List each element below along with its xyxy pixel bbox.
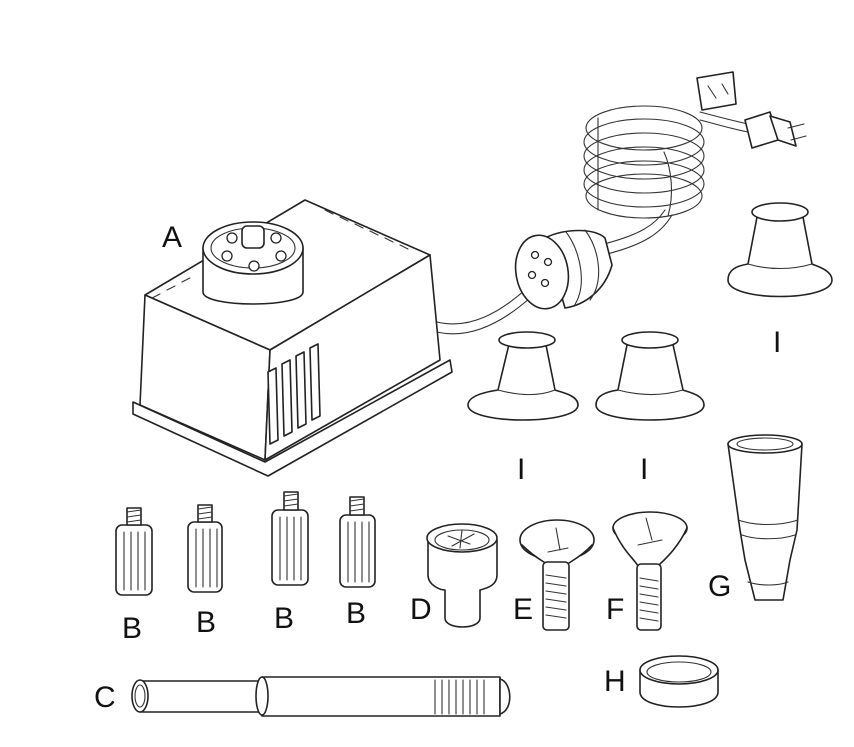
label-d: D <box>410 593 432 626</box>
label-b-3: B <box>274 602 294 635</box>
nozzle-g <box>727 434 803 601</box>
fountain-head-d <box>426 523 498 628</box>
label-b-4: B <box>346 597 366 630</box>
label-c: C <box>94 681 116 714</box>
bell-head-e <box>519 519 595 631</box>
label-a: A <box>162 221 182 254</box>
pump-vents-top <box>151 209 409 299</box>
adapter-b-4 <box>339 496 376 588</box>
suction-cup-2 <box>595 331 705 421</box>
pump-vents-side <box>267 343 321 445</box>
power-plug <box>744 111 807 149</box>
cord-connector <box>514 229 613 310</box>
suction-cup-1 <box>467 331 579 421</box>
adapter-b-1 <box>115 507 153 596</box>
label-i-3: I <box>773 326 781 359</box>
adapter-b-2 <box>187 504 223 593</box>
label-g: G <box>708 570 731 603</box>
label-h: H <box>604 665 626 698</box>
label-e: E <box>513 593 533 626</box>
cord-coil <box>583 105 705 219</box>
label-b-2: B <box>196 606 216 639</box>
label-b-1: B <box>122 612 142 645</box>
pump-body <box>132 199 453 477</box>
pump-outlet <box>202 221 304 305</box>
plug-tag <box>696 71 737 111</box>
power-cord <box>436 71 807 335</box>
label-i-1: I <box>517 453 525 486</box>
label-f: F <box>606 593 624 626</box>
suction-cup-3 <box>727 202 833 298</box>
adapter-b-3 <box>271 491 309 586</box>
extension-tube-c <box>131 676 511 717</box>
tulip-head-f <box>612 511 688 631</box>
ring-h <box>639 655 719 708</box>
label-i-2: I <box>640 453 648 486</box>
